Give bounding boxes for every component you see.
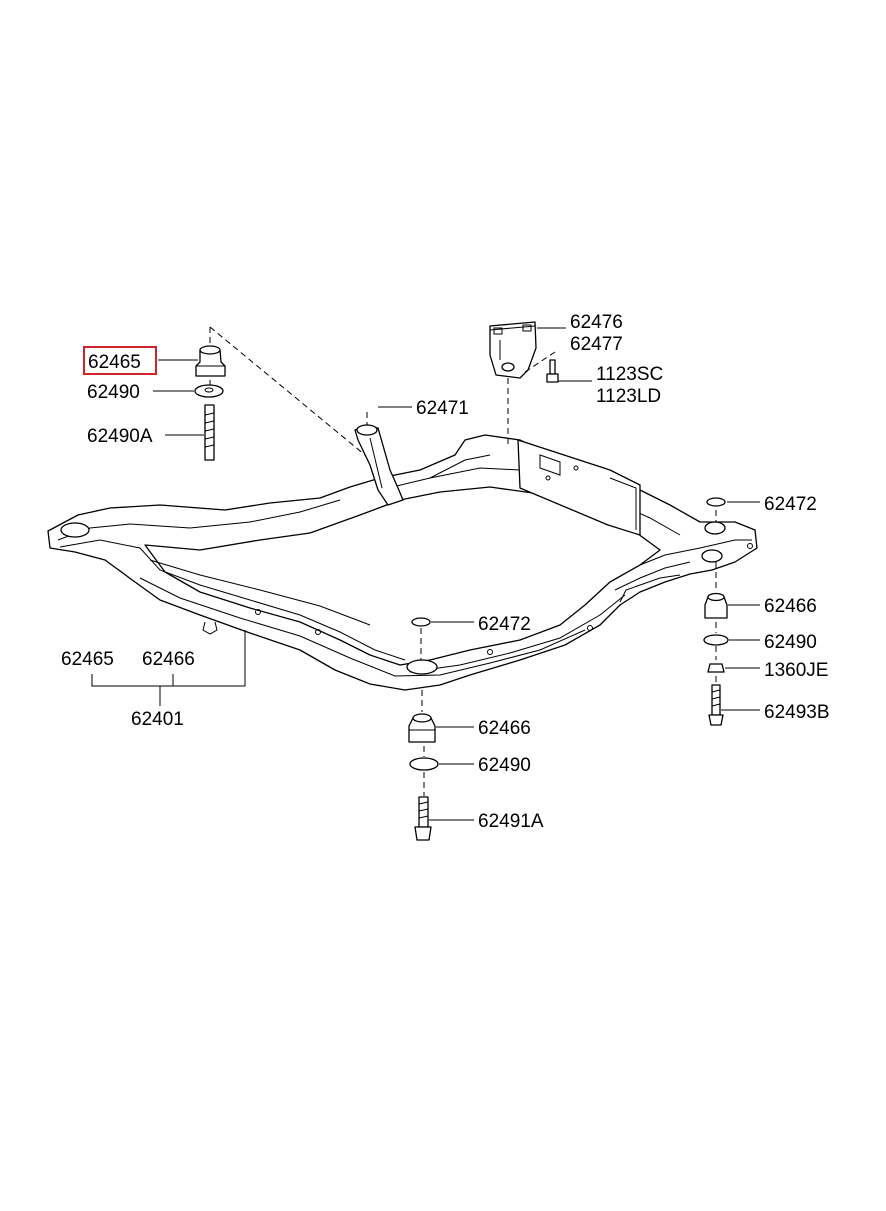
bolt-62491A [418,796,429,828]
label-62490A[interactable]: 62490A [87,426,153,447]
alignment-dash-lines [209,326,717,796]
label-62477[interactable]: 62477 [570,334,623,355]
label-62466-right[interactable]: 62466 [764,596,817,617]
right-mount-stack [703,497,729,726]
center-mount-stack [408,617,439,841]
label-62472-right[interactable]: 62472 [764,494,817,515]
frame-inner-opening [144,486,661,666]
label-62466-center[interactable]: 62466 [478,718,531,739]
leader-lines [91,327,760,821]
label-62493B[interactable]: 62493B [764,702,830,723]
stud-62490A [204,404,215,461]
washer-62490-left [194,384,224,398]
left-mount-stack [194,345,226,461]
bracket-62471 [354,424,404,506]
label-1123LD[interactable]: 1123LD [596,386,661,407]
left-front-mount-boss [60,522,90,538]
label-1360JE[interactable]: 1360JE [764,660,828,681]
rear-reinforcement-plate [517,439,641,536]
label-group-62465[interactable]: 62465 [61,649,114,670]
label-62491A[interactable]: 62491A [478,811,544,832]
bolt-62493B [711,684,721,716]
label-62490-right[interactable]: 62490 [764,632,817,653]
part-labels: 62465 62490 62490A 62471 62476 62477 112… [61,312,830,832]
label-62490-center[interactable]: 62490 [478,755,531,776]
bushing-62465 [195,349,226,377]
label-group-62466[interactable]: 62466 [142,649,195,670]
right-rear-mount-boss [704,521,726,535]
bolt-1123SC [546,359,559,383]
label-62490-left[interactable]: 62490 [87,382,140,403]
label-62465-highlighted[interactable]: 62465 [88,352,141,373]
label-62471[interactable]: 62471 [416,398,469,419]
label-62472-center[interactable]: 62472 [478,614,531,635]
label-assembly-62401[interactable]: 62401 [131,709,184,730]
right-front-mount-boss [701,549,723,563]
label-1123SC[interactable]: 1123SC [596,364,663,385]
bracket-62476-62477 [489,321,537,379]
center-mount-boss [406,659,438,675]
highlight-box-62465 [83,346,157,375]
label-62476[interactable]: 62476 [570,312,623,333]
